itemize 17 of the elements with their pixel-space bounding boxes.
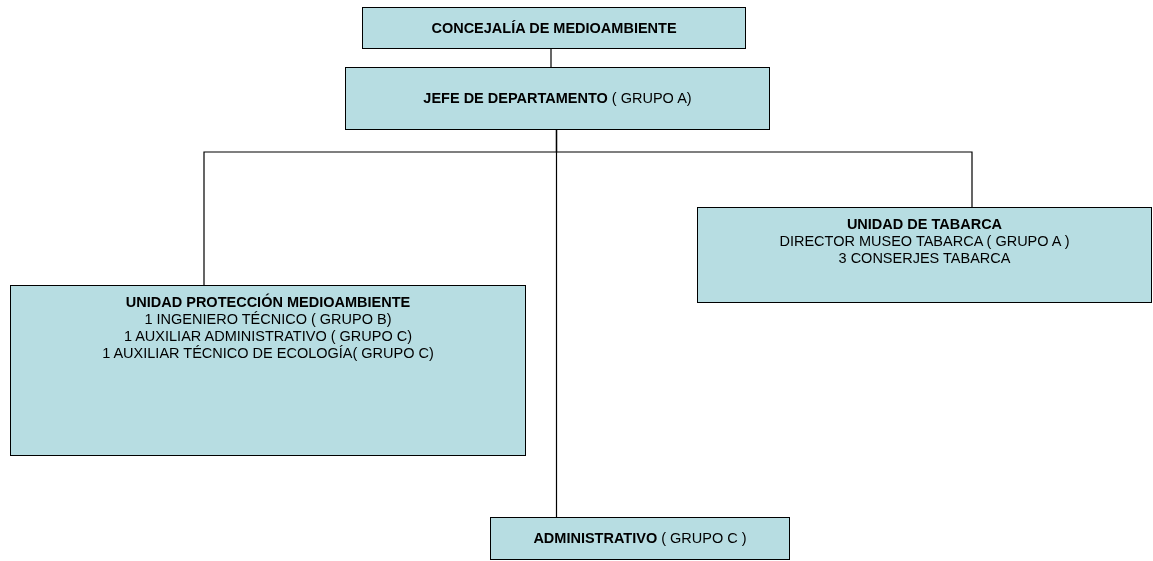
- org-unit-box: [10, 285, 526, 456]
- unit-text: ADMINISTRATIVO ( GRUPO C ): [533, 530, 747, 547]
- unit-heading: UNIDAD DE TABARCA: [846, 216, 1003, 233]
- unit-text: 3 CONSERJES TABARCA: [838, 250, 1011, 267]
- connector-line: [550, 48, 552, 68]
- unit-text: 1 AUXILIAR TÉCNICO DE ECOLOGÍA( GRUPO C): [102, 345, 434, 362]
- unit-heading: UNIDAD PROTECCIÓN MEDIOAMBIENTE: [125, 294, 411, 311]
- org-unit-box: [362, 7, 746, 49]
- unit-text: 1 AUXILIAR ADMINISTRATIVO ( GRUPO C): [123, 328, 413, 345]
- unit-text: 1 INGENIERO TÉCNICO ( GRUPO B): [144, 311, 392, 328]
- org-unit-box: [490, 517, 790, 560]
- unit-text: CONCEJALÍA DE MEDIOAMBIENTE: [431, 19, 677, 37]
- org-unit-box: [697, 207, 1152, 303]
- org-unit-box: [345, 67, 770, 130]
- unit-text: DIRECTOR MUSEO TABARCA ( GRUPO A ): [779, 233, 1070, 250]
- connector-line: [555, 129, 973, 208]
- unit-text: JEFE DE DEPARTAMENTO ( GRUPO A): [423, 90, 692, 107]
